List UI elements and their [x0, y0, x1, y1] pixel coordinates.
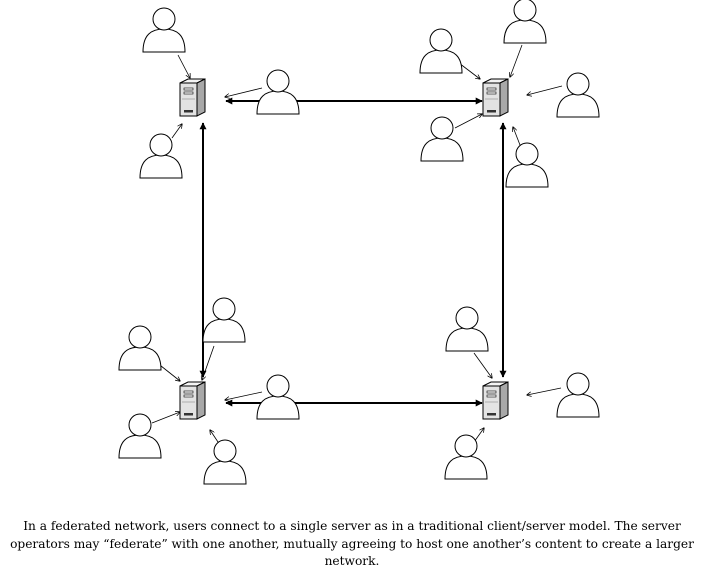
- user-icon: [202, 297, 246, 343]
- user-connection-arrow: [473, 428, 484, 443]
- user-connection-arrow: [171, 124, 182, 139]
- servers: [179, 78, 509, 420]
- user-icon: [556, 72, 600, 118]
- user-connection-arrow: [151, 412, 180, 424]
- users: [118, 0, 600, 485]
- user-icon: [419, 28, 463, 74]
- user-icon: [142, 7, 186, 53]
- server-icon: [482, 78, 509, 117]
- user-connection-arrow: [510, 44, 523, 77]
- user-icon: [118, 413, 162, 459]
- user-icon: [503, 0, 547, 44]
- user-icon: [505, 142, 549, 188]
- user-icon: [256, 69, 300, 115]
- user-icon: [118, 325, 162, 371]
- figure-caption: In a federated network, users connect to…: [0, 518, 704, 571]
- user-connection-arrow: [527, 85, 563, 95]
- user-icon: [444, 434, 488, 480]
- user-connection-arrow: [513, 127, 521, 146]
- user-icon: [203, 439, 247, 485]
- user-connection-arrow: [225, 391, 263, 400]
- user-icon: [556, 372, 600, 418]
- user-connection-arrow: [454, 114, 482, 129]
- server-icon: [482, 381, 509, 420]
- server-icon: [179, 78, 206, 117]
- user-icon: [139, 133, 183, 179]
- user-icon: [445, 306, 489, 352]
- server-icon: [179, 381, 206, 420]
- federated-network-diagram: [118, 0, 600, 485]
- caption-line-1: In a federated network, users connect to…: [23, 519, 681, 533]
- user-connection-arrow: [527, 387, 562, 395]
- user-connection-arrow: [177, 54, 190, 78]
- user-connection-arrow: [473, 352, 492, 378]
- caption-line-2: operators may “federate” with one anothe…: [10, 536, 694, 569]
- user-links: [151, 44, 563, 446]
- user-connection-arrow: [202, 345, 215, 380]
- user-icon: [420, 116, 464, 162]
- user-connection-arrow: [225, 87, 263, 97]
- user-icon: [256, 374, 300, 420]
